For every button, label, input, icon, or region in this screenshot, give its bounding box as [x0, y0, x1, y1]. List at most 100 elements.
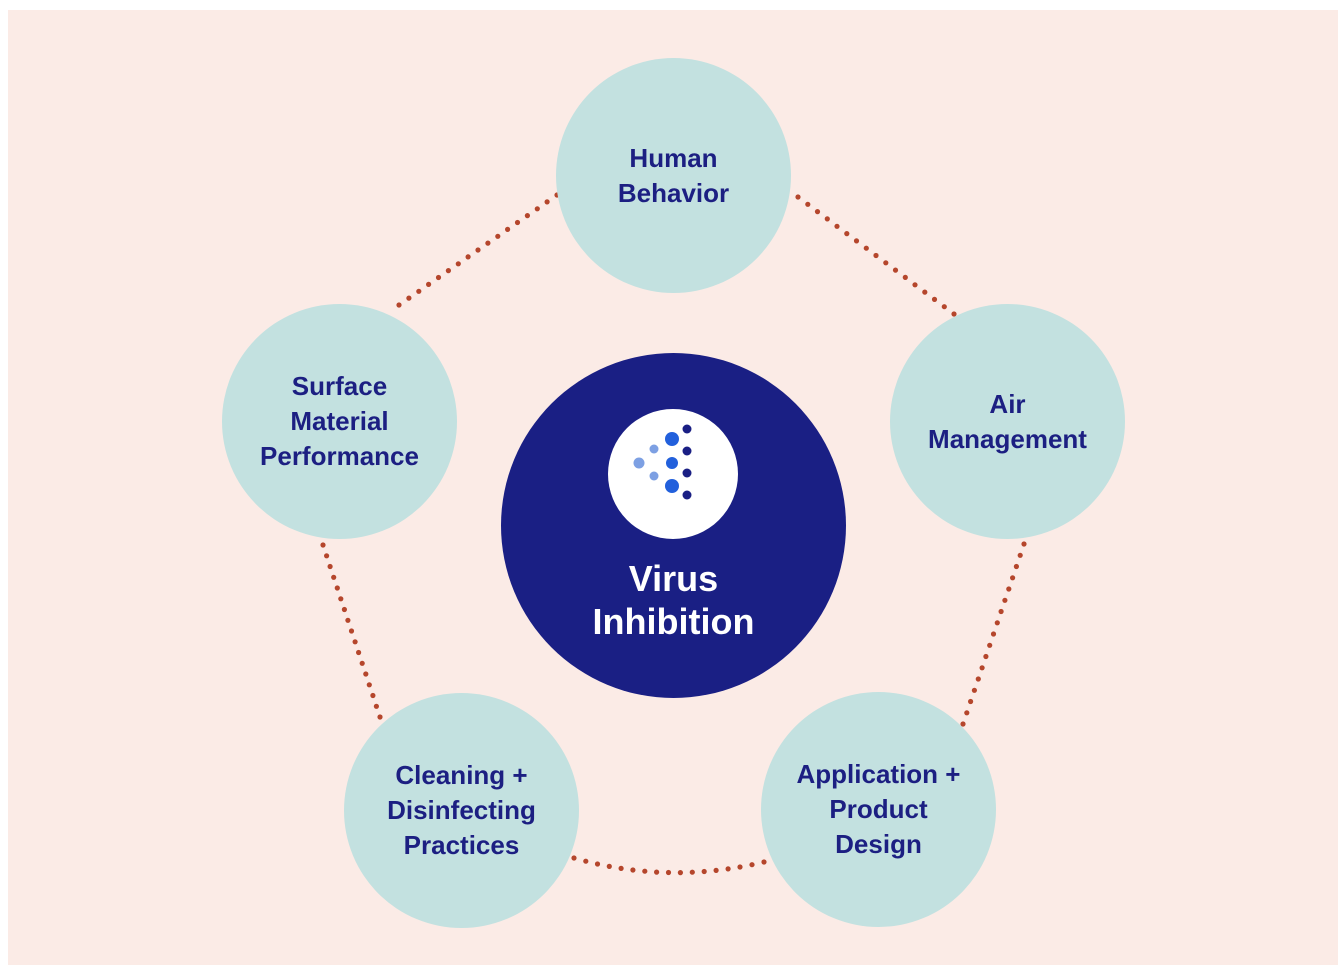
connector-dot [713, 867, 719, 874]
node-cleaning-disinfecting-practices-line-2: Disinfecting [387, 795, 536, 825]
connector-dot [345, 617, 351, 623]
connector-dot [356, 649, 362, 656]
connector-dot [975, 676, 981, 682]
connector-surface-to-human [396, 192, 560, 308]
connector-air-to-application [960, 541, 1027, 727]
node-surface-material-performance: Surface Material Performance [222, 304, 457, 539]
connector-dot [1021, 541, 1027, 547]
connector-dot [377, 714, 383, 720]
connector-dot [363, 671, 369, 677]
node-human-behavior: Human Behavior [556, 58, 791, 293]
connector-dot [485, 240, 491, 246]
connector-dot [873, 252, 879, 259]
connector-dot [338, 596, 344, 602]
center-node-virus-inhibition: Virus Inhibition [501, 353, 846, 698]
node-surface-material-performance-line-1: Surface [291, 371, 388, 401]
connector-dot [677, 870, 684, 876]
connector-dot [348, 628, 355, 634]
connector-dot [571, 855, 577, 861]
connector-dot [883, 260, 889, 266]
connector-dot [814, 209, 821, 215]
connector-dot [366, 682, 372, 688]
connector-dot [370, 692, 376, 699]
connector-dot [941, 304, 947, 310]
connector-dot [824, 216, 830, 222]
connector-dot [971, 687, 978, 693]
connector-dot [968, 698, 974, 705]
node-human-behavior-line-2: Behavior [617, 177, 730, 208]
connector-dot [544, 199, 550, 205]
connector-dot [334, 585, 340, 591]
connector-dot [689, 869, 695, 875]
connector-dot [725, 866, 731, 872]
connector-dot [505, 226, 511, 232]
connector-dot [902, 274, 908, 280]
center-title-line-2: Inhibition [592, 601, 755, 642]
logo-badge [608, 409, 738, 539]
connector-dot [931, 296, 938, 302]
connector-dot [416, 288, 422, 294]
connector-dot [979, 665, 985, 671]
connector-dot [359, 660, 365, 666]
connector-dot [327, 563, 333, 570]
connector-dot [960, 721, 966, 727]
connector-dot [396, 302, 402, 308]
connector-dot [435, 274, 442, 281]
node-application-product-design-line-2: Product [829, 794, 928, 824]
connector-application-to-cleaning [571, 855, 767, 876]
connector-cleaning-to-surface [320, 542, 383, 720]
connector-dot [987, 642, 993, 648]
connector-dot [994, 620, 1000, 626]
dispersing-particles-icon [633, 424, 692, 500]
connector-dot [844, 231, 850, 237]
connector-dot [495, 233, 501, 239]
connector-dot [426, 281, 432, 287]
node-cleaning-disinfecting-practices-line-3: Practices [403, 830, 520, 860]
connector-dot [834, 223, 840, 229]
connector-dot [749, 862, 755, 868]
connector-dot [455, 261, 461, 267]
connector-dot [795, 194, 801, 200]
connector-dot [761, 859, 767, 865]
connector-dot [998, 608, 1004, 615]
connector-dot [324, 553, 330, 559]
connector-dot [654, 869, 660, 875]
connector-dot [524, 213, 531, 219]
center-title: Virus Inhibition [501, 557, 846, 643]
node-air-management: Air Management [890, 304, 1125, 539]
node-air-management-line-1: Air [989, 388, 1026, 419]
connector-dot [701, 868, 707, 875]
connector-dot [373, 703, 379, 709]
connector-dot [737, 864, 743, 870]
node-air-management-line-2: Management [928, 423, 1087, 454]
connector-dot [320, 542, 326, 548]
connector-dot [594, 861, 601, 867]
connector-dot [352, 639, 358, 645]
node-surface-material-performance-line-3: Performance [260, 441, 419, 471]
connector-dot [341, 606, 347, 613]
connector-dot [912, 282, 918, 288]
connector-dot [534, 206, 540, 212]
node-application-product-design-line-1: Application + [796, 759, 961, 789]
connector-dot [630, 867, 636, 873]
connector-dot [922, 289, 928, 295]
connector-dot [1006, 586, 1012, 592]
connector-dot [892, 267, 899, 273]
connector-dot [406, 295, 412, 301]
node-application-product-design-line-3: Design [835, 829, 922, 859]
connector-dot [805, 201, 811, 207]
node-application-product-design: Application + Product Design [761, 692, 996, 927]
connector-dot [445, 268, 451, 274]
connector-dot [1002, 597, 1008, 603]
connector-dot [863, 245, 869, 251]
connector-dot [618, 865, 624, 872]
connector-dot [990, 631, 997, 637]
node-cleaning-disinfecting-practices: Cleaning + Disinfecting Practices [344, 693, 579, 928]
connector-dot [642, 868, 648, 874]
connector-dot [853, 238, 860, 244]
connector-dot [465, 254, 471, 260]
node-human-behavior-line-1: Human [629, 142, 718, 173]
connector-dot [1017, 552, 1023, 558]
connector-dot [983, 653, 989, 660]
